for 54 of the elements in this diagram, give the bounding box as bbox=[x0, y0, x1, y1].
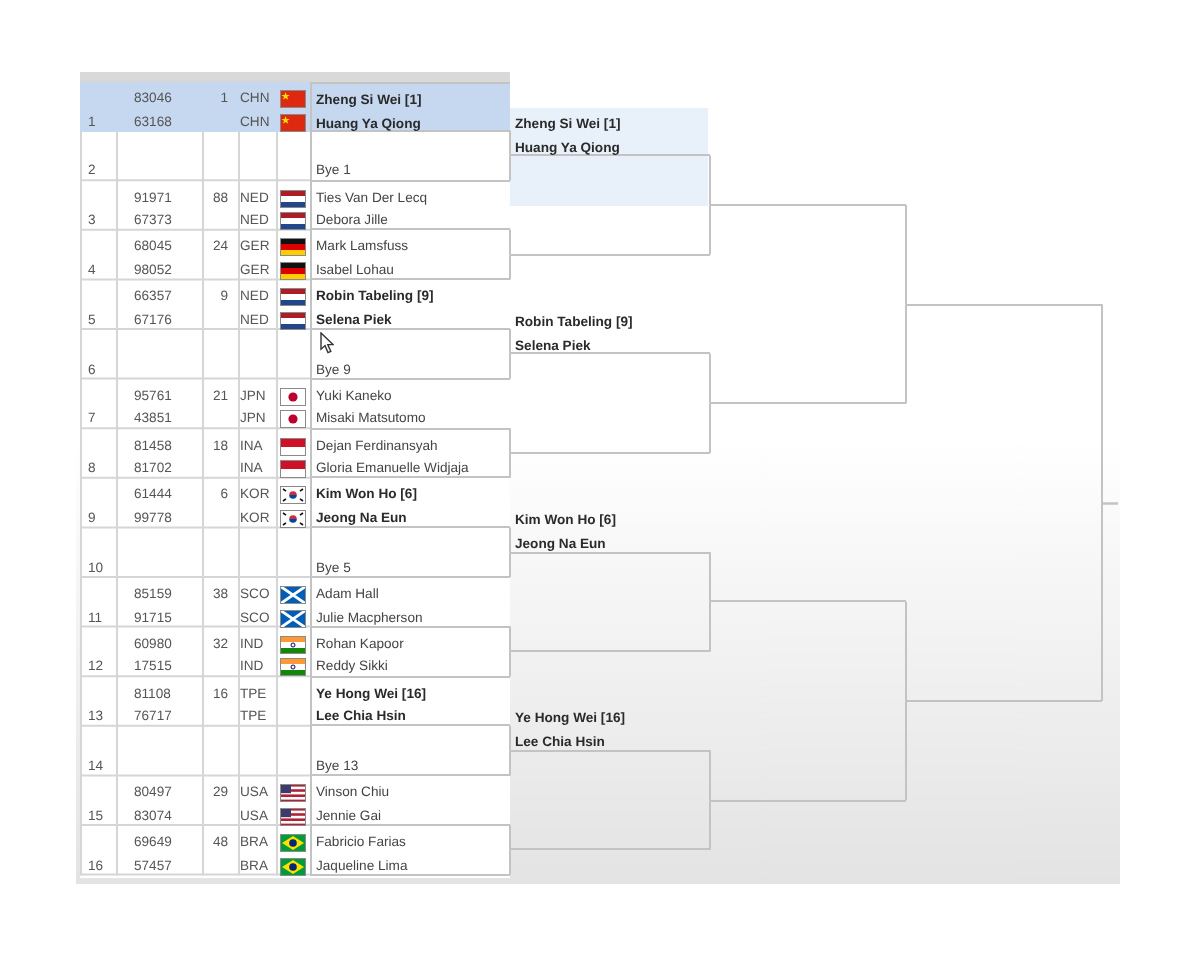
bracket-line bbox=[709, 749, 711, 802]
bracket-line bbox=[509, 129, 511, 157]
bracket-slot-line bbox=[710, 204, 906, 206]
entry-box bbox=[310, 528, 510, 578]
bracket-slot-line bbox=[710, 799, 906, 802]
bracket-line bbox=[509, 228, 511, 256]
bracket-line bbox=[709, 600, 711, 653]
entry-box bbox=[310, 826, 510, 876]
bracket-slot-line bbox=[510, 650, 710, 653]
entry-box bbox=[310, 379, 510, 430]
bracket-line bbox=[905, 204, 907, 306]
bracket-line bbox=[709, 352, 711, 405]
entry-box bbox=[310, 478, 510, 529]
entry-box bbox=[310, 429, 510, 479]
entry-box bbox=[310, 578, 510, 628]
bracket-line bbox=[905, 700, 907, 802]
bracket-line bbox=[709, 204, 711, 256]
bracket-slot-line bbox=[710, 600, 906, 603]
bracket-line bbox=[709, 154, 711, 206]
bracket-line bbox=[509, 526, 511, 554]
bracket-line bbox=[509, 551, 511, 578]
bracket-line bbox=[905, 600, 907, 702]
bracket-line bbox=[509, 724, 511, 752]
entry-box bbox=[310, 776, 510, 826]
bracket-line bbox=[509, 253, 511, 281]
bracket-line bbox=[509, 848, 511, 876]
bracket-line bbox=[709, 551, 711, 603]
bracket-line bbox=[509, 154, 511, 182]
bracket-line bbox=[709, 799, 711, 851]
bracket-line bbox=[1101, 502, 1119, 702]
bracket-slot-line bbox=[510, 253, 710, 256]
bracket-line bbox=[509, 824, 511, 851]
bracket-line bbox=[905, 303, 907, 405]
bracket-slot-line bbox=[906, 700, 1102, 702]
bracket-slot-line bbox=[710, 402, 906, 405]
bracket-line bbox=[509, 650, 511, 678]
bracket-line bbox=[509, 427, 511, 454]
bracket-line bbox=[509, 328, 511, 355]
entry-box bbox=[310, 280, 510, 330]
entry-box bbox=[310, 726, 510, 777]
entry-box bbox=[310, 627, 510, 678]
bracket-line bbox=[509, 352, 511, 380]
entry-box bbox=[310, 181, 510, 231]
bracket-slot-line bbox=[510, 848, 710, 851]
entry-box bbox=[310, 82, 510, 132]
bracket-slot-line bbox=[906, 303, 1102, 306]
bracket-line bbox=[509, 625, 511, 653]
entry-box bbox=[310, 230, 510, 281]
bracket-line bbox=[509, 452, 511, 479]
bracket-line bbox=[509, 749, 511, 777]
entry-box bbox=[310, 677, 510, 727]
bracket-slot-line bbox=[510, 452, 710, 454]
bracket-line bbox=[709, 402, 711, 454]
entry-box bbox=[310, 131, 510, 182]
